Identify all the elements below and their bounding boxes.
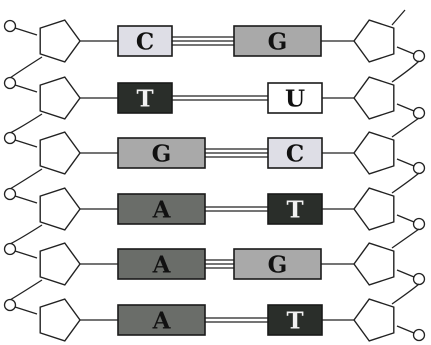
left-base-letter: A xyxy=(152,308,172,335)
left-phosphate-link xyxy=(14,139,38,148)
left-phosphate-link xyxy=(14,195,38,204)
right-base-box xyxy=(233,248,322,280)
right-phosphate-circle xyxy=(412,49,426,63)
left-base-box xyxy=(117,137,206,169)
right-phosphate-link xyxy=(396,46,415,55)
right-phosphate-circle xyxy=(412,328,426,342)
right-sugar-pentagon xyxy=(353,242,395,286)
right-sugar-pentagon xyxy=(353,298,395,342)
right-sugar-pentagon xyxy=(353,131,395,175)
left-sugar-pentagon xyxy=(39,298,81,342)
right-backbone-end xyxy=(391,9,406,26)
left-backbone-link xyxy=(9,113,43,134)
left-backbone xyxy=(3,19,118,342)
right-phosphate-link xyxy=(396,269,415,278)
right-base-letter: U xyxy=(285,86,305,113)
right-backbone-link xyxy=(391,172,420,194)
left-base-letter: G xyxy=(152,141,172,168)
right-sugar-pentagon xyxy=(353,187,395,231)
left-sugar-pentagon xyxy=(39,76,81,120)
right-base-letter: G xyxy=(268,252,288,279)
right-phosphate-link xyxy=(396,158,415,167)
right-backbone xyxy=(321,9,426,342)
left-sugar-pentagon xyxy=(39,242,81,286)
right-base-letter: G xyxy=(268,29,288,56)
right-phosphate-circle xyxy=(412,106,426,120)
left-base-box xyxy=(117,82,173,114)
left-phosphate-circle xyxy=(3,76,17,90)
left-backbone-link xyxy=(9,56,43,79)
right-base-box xyxy=(267,193,323,225)
right-phosphate-circle xyxy=(412,272,426,286)
base-pairs: C G T U G C A T A G A T xyxy=(117,25,323,336)
right-sugar-pentagon xyxy=(353,76,395,120)
left-phosphate-circle xyxy=(3,187,17,201)
left-base-box xyxy=(117,304,206,336)
left-base-box xyxy=(117,193,206,225)
right-phosphate-link xyxy=(396,214,415,223)
right-base-letter: T xyxy=(286,308,303,335)
right-backbone-link xyxy=(391,117,420,138)
left-base-letter: T xyxy=(136,86,153,113)
left-base-letter: A xyxy=(152,197,172,224)
right-base-box xyxy=(233,25,322,57)
left-sugar-pentagon xyxy=(39,19,81,63)
left-phosphate-circle xyxy=(3,298,17,312)
right-backbone-link xyxy=(391,283,420,305)
right-sugar-pentagon xyxy=(353,19,395,63)
left-backbone-link xyxy=(9,224,43,245)
right-backbone-link xyxy=(391,228,420,249)
right-base-box xyxy=(267,82,323,114)
left-base-box xyxy=(117,248,206,280)
right-phosphate-circle xyxy=(412,217,426,231)
right-phosphate-circle xyxy=(412,161,426,175)
left-base-box xyxy=(117,25,173,57)
left-phosphate-circle xyxy=(3,19,17,33)
right-phosphate-link xyxy=(396,325,415,334)
left-phosphate-link xyxy=(14,306,38,315)
right-base-box xyxy=(267,137,323,169)
right-phosphate-link xyxy=(396,103,415,112)
right-backbone-link xyxy=(391,60,420,83)
left-backbone-link xyxy=(9,279,43,301)
left-base-letter: C xyxy=(136,29,154,56)
left-sugar-pentagon xyxy=(39,131,81,175)
left-base-letter: A xyxy=(152,252,172,279)
left-backbone-link xyxy=(9,168,43,190)
left-phosphate-circle xyxy=(3,242,17,256)
left-phosphate-link xyxy=(14,27,38,36)
left-phosphate-link xyxy=(14,250,38,259)
left-sugar-pentagon xyxy=(39,187,81,231)
left-phosphate-circle xyxy=(3,131,17,145)
right-base-box xyxy=(267,304,323,336)
right-base-letter: T xyxy=(286,197,303,224)
right-base-letter: C xyxy=(286,141,304,168)
left-phosphate-link xyxy=(14,84,38,93)
